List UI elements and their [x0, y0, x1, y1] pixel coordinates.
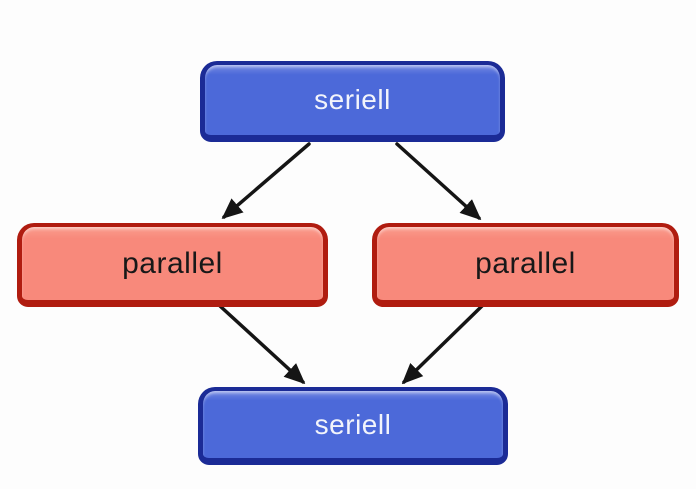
node-seriell-top: seriell — [200, 61, 505, 142]
arrow-seriell-top-to-parallel-right — [395, 142, 482, 221]
node-parallel-right-label: parallel — [475, 246, 576, 280]
arrow-seriell-top-to-parallel-left — [221, 142, 311, 220]
arrow-parallel-right-to-seriell-bottom — [401, 304, 484, 385]
node-seriell-top-label: seriell — [314, 84, 391, 115]
node-parallel-left: parallel — [17, 223, 328, 307]
node-parallel-right: parallel — [372, 223, 679, 307]
node-parallel-left-label: parallel — [122, 246, 223, 280]
arrow-parallel-left-to-seriell-bottom — [218, 304, 306, 385]
node-seriell-bottom-label: seriell — [314, 408, 392, 440]
node-seriell-bottom: seriell — [198, 387, 508, 465]
